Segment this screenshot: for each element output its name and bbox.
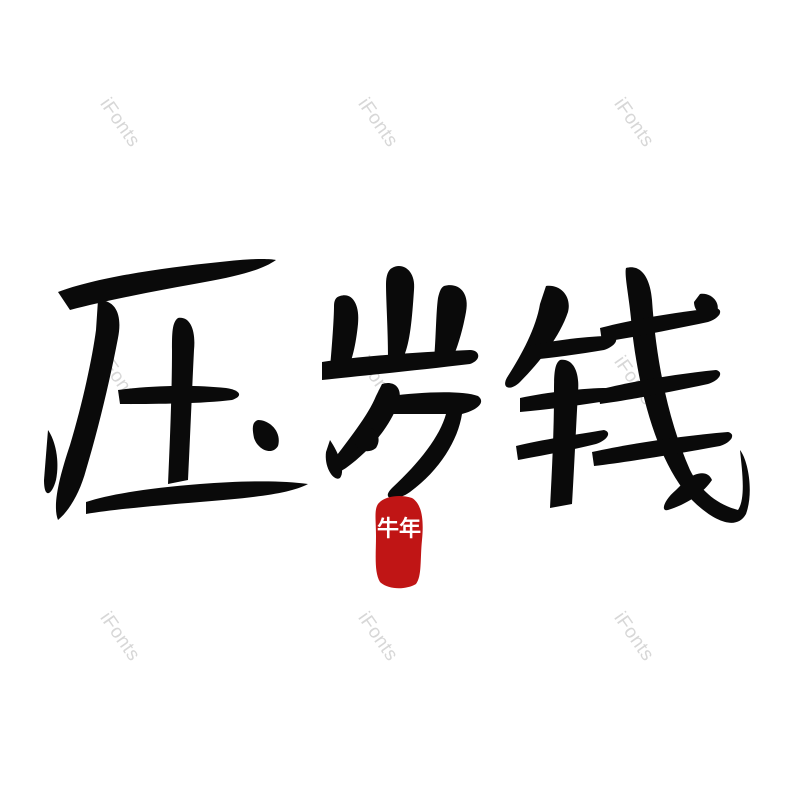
- seal-shape: [375, 496, 423, 589]
- character-sui: [322, 266, 482, 499]
- seal-text: 牛年: [376, 517, 421, 542]
- seal-stamp: 牛年: [372, 494, 426, 590]
- character-ya: [44, 258, 308, 520]
- character-qian: [505, 267, 750, 523]
- brush-strokes: [44, 258, 750, 523]
